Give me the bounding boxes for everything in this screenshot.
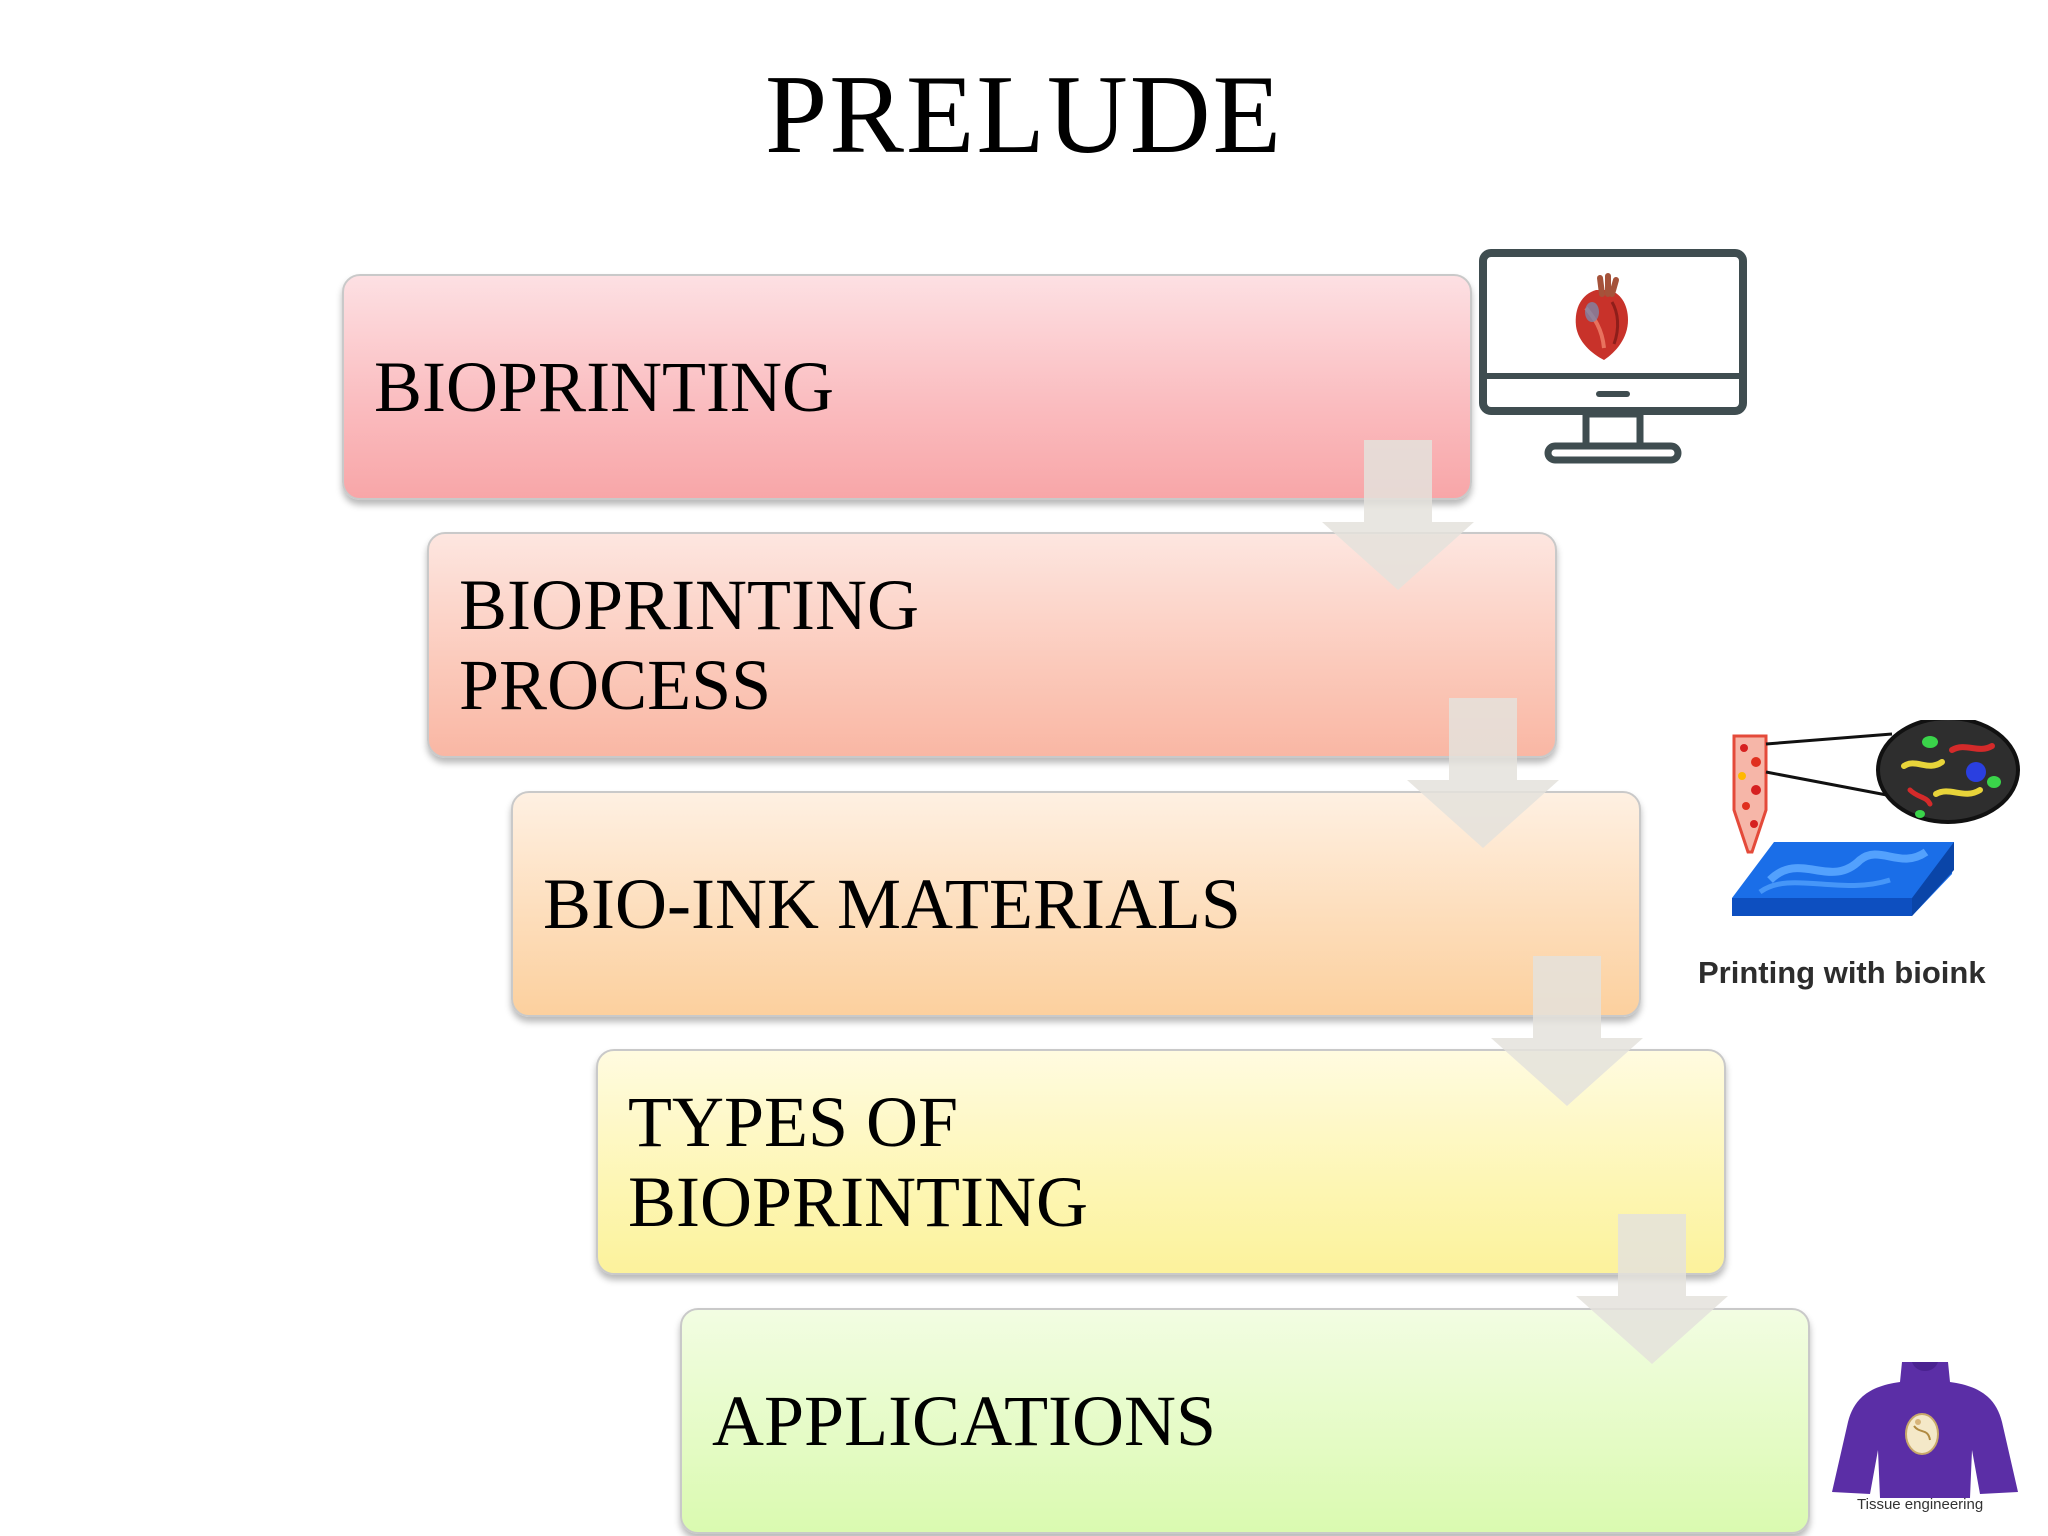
step-label: BIOPRINTING	[374, 347, 834, 427]
step-label: TYPES OF BIOPRINTING	[628, 1082, 1088, 1242]
step-label: BIO-INK MATERIALS	[543, 864, 1241, 944]
arrow-down-icon	[1576, 1214, 1728, 1364]
step-bioprinting-process: BIOPRINTING PROCESS	[427, 532, 1557, 758]
step-label: BIOPRINTING PROCESS	[459, 565, 919, 725]
bioink-caption: Printing with bioink	[1698, 955, 1986, 990]
tissue-caption: Tissue engineering	[1857, 1496, 1984, 1513]
step-bio-ink-materials: BIO-INK MATERIALS	[511, 791, 1641, 1017]
step-bioprinting: BIOPRINTING	[342, 274, 1472, 500]
page-title: PRELUDE	[765, 53, 1283, 177]
step-label: APPLICATIONS	[712, 1381, 1217, 1461]
bioink-printing-icon	[1732, 720, 2020, 916]
step-types-of-bioprinting: TYPES OF BIOPRINTING	[596, 1049, 1726, 1275]
arrow-down-icon	[1407, 698, 1559, 848]
tissue-torso-icon	[1832, 1362, 2018, 1498]
step-applications: APPLICATIONS	[680, 1308, 1810, 1534]
monitor-heart-icon	[1479, 249, 1747, 464]
arrow-down-icon	[1491, 956, 1643, 1106]
arrow-down-icon	[1322, 440, 1474, 590]
